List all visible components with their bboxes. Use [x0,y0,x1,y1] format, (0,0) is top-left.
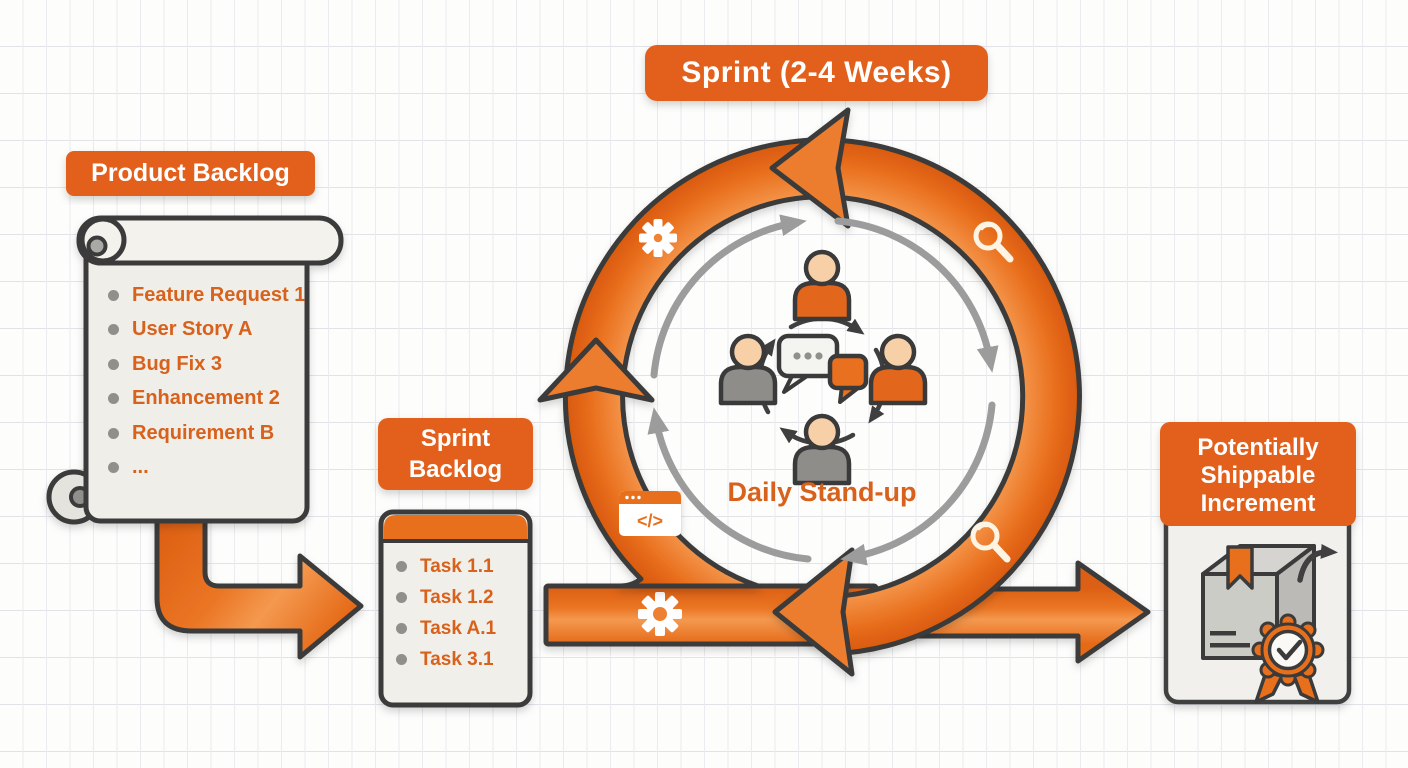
bullet-icon [396,654,407,665]
backlog-item-label: Feature Request 1 [132,283,306,306]
gear-icon [638,592,682,636]
bullet-icon [108,358,119,370]
task-item-label: Task A.1 [420,617,497,639]
ring-arrowhead-bottom [772,547,855,677]
sprint-backlog-banner [378,418,533,490]
list-item: Requirement B [108,416,318,451]
award-badge-icon [1251,613,1325,704]
list-item: Task 3.1 [396,644,526,675]
ring-arrowhead-top [769,107,851,229]
daily-standup-group [718,249,928,486]
list-item: Feature Request 1 [108,278,318,313]
ship-arrow-icon [1297,543,1338,583]
gear-icon [639,219,677,257]
bullet-icon [396,623,407,634]
bullet-icon [108,393,119,405]
bullet-icon [108,324,119,336]
bullet-icon [396,561,407,572]
sprint-backlog-label: Sprint Backlog [378,418,533,490]
backlog-item-label: Bug Fix 3 [132,352,223,375]
team-member [718,333,778,406]
magnifier-icon [973,221,1014,263]
team-member [868,333,928,406]
code-window-icon: </> [619,491,681,536]
code-glyph: </> [637,511,663,531]
list-item: User Story A [108,313,318,348]
bullet-icon [108,462,119,474]
task-item-label: Task 1.2 [420,586,494,608]
task-item-label: Task 1.1 [420,555,494,577]
increment-label-line2: Shippable [1200,462,1316,489]
team-member [792,413,852,486]
backlog-item-label: Requirement B [132,421,275,444]
sprint-backlog-tasks: Task 1.1 Task 1.2 Task A.1 Task 3.1 [396,551,526,675]
bullet-icon [108,289,119,301]
ring-arrowhead-left [537,337,655,403]
package-ribbon [1226,545,1254,590]
flow-arrow-increment-output [897,560,1151,664]
backlog-item-label: Enhancement 2 [132,387,280,410]
increment-box [1160,422,1356,705]
increment-label-line1: Potentially [1197,434,1319,461]
product-backlog-label: Product Backlog [91,159,290,187]
flow-arrow-backlog-to-sprint [154,516,364,660]
card-header-bar [384,515,527,541]
bullet-icon [108,427,119,439]
scroll-top-curl-center [86,235,108,257]
sprint-cycle-ring: </> [537,107,1082,677]
list-item: Enhancement 2 [108,382,318,417]
sprint-backlog-card [378,509,533,708]
sprint-banner [645,45,988,101]
increment-header [1160,422,1356,526]
backlog-item-label: ... [132,456,149,479]
list-item: Task 1.1 [396,551,526,582]
list-item: Task 1.2 [396,582,526,613]
sprint-backlog-label-line1: Sprint [420,425,491,452]
task-item-label: Task 3.1 [420,648,494,670]
increment-label: Potentially Shippable Increment [1160,434,1356,518]
scroll-top-roll [76,215,344,266]
daily-standup-label: Daily Stand-up [727,477,917,507]
sprint-banner-label: Sprint (2-4 Weeks) [681,56,952,89]
list-item: Task A.1 [396,613,526,644]
bullet-icon [396,592,407,603]
magnifier-icon [970,521,1011,563]
list-item: ... [108,451,318,486]
list-item: Bug Fix 3 [108,347,318,382]
sprint-backlog-label-line2: Backlog [408,456,503,483]
backlog-item-label: User Story A [132,318,253,341]
increment-label-line3: Increment [1200,490,1316,517]
speech-bubble-orange [827,353,869,404]
checkmark-icon [1276,639,1303,661]
product-backlog-banner [66,151,315,196]
product-backlog-scroll [46,215,344,525]
team-member [792,249,852,322]
inner-cycle-arrows [647,214,999,566]
product-backlog-items: Feature Request 1 User Story A Bug Fix 3… [108,278,318,485]
